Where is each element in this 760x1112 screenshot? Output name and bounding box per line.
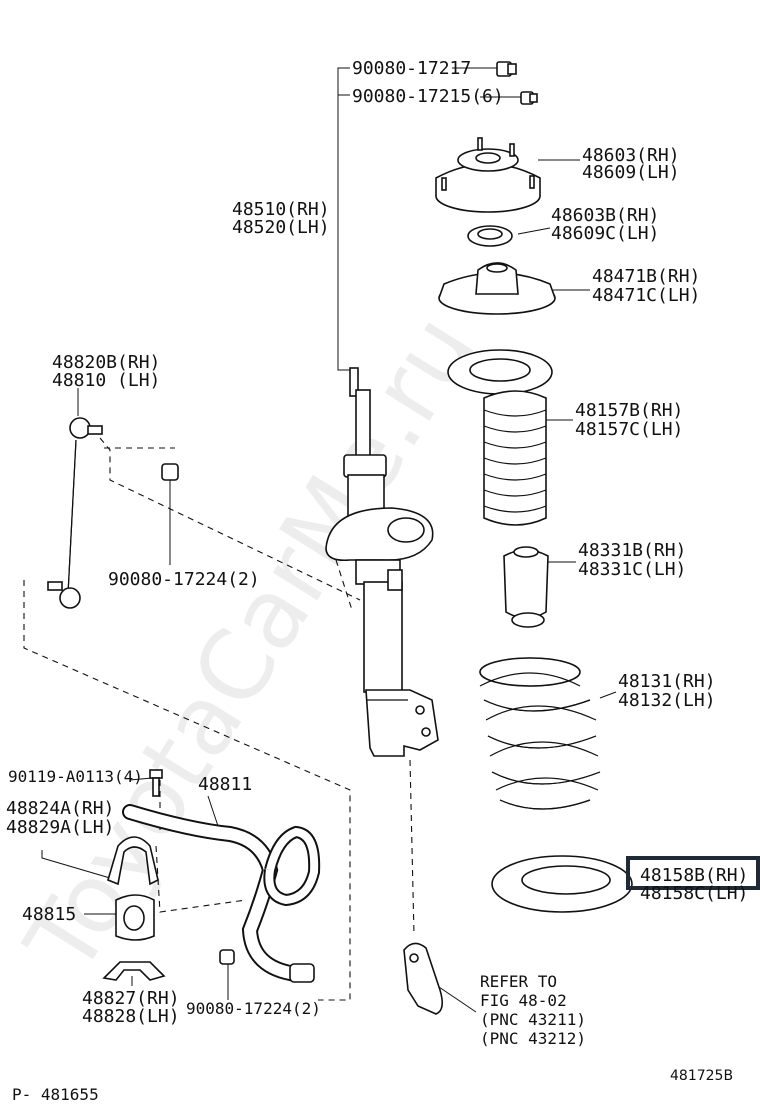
label-spring-lh[interactable]: 48132(LH)	[618, 690, 716, 711]
label-refer-4[interactable]: (PNC 43212)	[480, 1029, 586, 1048]
label-lower-insulator-rh[interactable]: 48158B(RH)	[640, 865, 748, 886]
part-labels: 90080-17217 90080-17215(6) 48603(RH) 486…	[6, 58, 748, 1104]
label-spring-rh[interactable]: 48131(RH)	[618, 671, 716, 692]
diagram-code-right: 481725B	[670, 1068, 733, 1084]
label-lower-insulator-lh[interactable]: 48158C(LH)	[640, 883, 748, 904]
label-refer-3[interactable]: (PNC 43211)	[480, 1010, 586, 1029]
strut-mount-support	[435, 137, 541, 213]
label-support-lh[interactable]: 48609(LH)	[582, 162, 680, 183]
diagram-code-left: P- 481655	[12, 1085, 99, 1104]
stabilizer-bracket-upper	[107, 836, 159, 886]
label-upper-seat-rh[interactable]: 48471B(RH)	[592, 266, 700, 287]
label-bearing-rh[interactable]: 48603B(RH)	[551, 205, 659, 226]
label-bushing[interactable]: 48815	[22, 904, 76, 925]
label-bracket-a-rh[interactable]: 48824A(RH)	[6, 798, 114, 819]
label-bolt[interactable]: 90119-A0113(4)	[8, 767, 143, 786]
coil-spring	[479, 657, 601, 810]
stabilizer-bar	[122, 804, 321, 983]
label-bumper-rh[interactable]: 48331B(RH)	[578, 540, 686, 561]
bar-nut	[219, 949, 235, 965]
label-refer-2[interactable]: FIG 48-02	[480, 991, 567, 1010]
label-bearing-lh[interactable]: 48609C(LH)	[551, 223, 659, 244]
strut-bearing	[467, 225, 513, 247]
label-bracket-b-lh[interactable]: 48828(LH)	[82, 1006, 180, 1027]
bracket-bolt	[149, 769, 163, 797]
lower-spring-insulator	[491, 855, 633, 913]
label-bracket-a-lh[interactable]: 48829A(LH)	[6, 817, 114, 838]
label-nut-1[interactable]: 90080-17217	[352, 58, 471, 79]
label-stab-bar[interactable]: 48811	[198, 774, 252, 795]
stabilizer-bracket-lower	[102, 961, 166, 981]
label-link-rh[interactable]: 48820B(RH)	[52, 352, 160, 373]
label-link-nut[interactable]: 90080-17224(2)	[108, 569, 260, 590]
label-boot-lh[interactable]: 48157C(LH)	[575, 419, 683, 440]
dashed-guides	[23, 437, 415, 1001]
label-strut-rh[interactable]: 48510(RH)	[232, 199, 330, 220]
label-link-lh[interactable]: 48810 (LH)	[52, 370, 160, 391]
upper-spring-seat	[438, 262, 556, 315]
highlight-box	[626, 856, 760, 890]
label-strut-lh[interactable]: 48520(LH)	[232, 217, 330, 238]
flange-nut-17217	[496, 61, 517, 77]
bump-boot	[447, 349, 553, 526]
stabilizer-bushing	[115, 894, 155, 941]
label-boot-rh[interactable]: 48157B(RH)	[575, 400, 683, 421]
label-bar-nut[interactable]: 90080-17224(2)	[186, 999, 321, 1018]
label-support-rh[interactable]: 48603(RH)	[582, 145, 680, 166]
bump-stopper	[503, 546, 549, 628]
stabilizer-link	[47, 417, 103, 609]
label-upper-seat-lh[interactable]: 48471C(LH)	[592, 285, 700, 306]
flange-nut-17215	[520, 91, 538, 105]
label-bracket-b-rh[interactable]: 48827(RH)	[82, 988, 180, 1009]
label-nut-2[interactable]: 90080-17215(6)	[352, 86, 504, 107]
label-refer-1: REFER TO	[480, 972, 557, 991]
lower-arm-reference	[403, 942, 444, 1015]
label-bumper-lh[interactable]: 48331C(LH)	[578, 559, 686, 580]
shock-absorber-strut	[325, 367, 439, 757]
link-nut	[161, 463, 179, 481]
